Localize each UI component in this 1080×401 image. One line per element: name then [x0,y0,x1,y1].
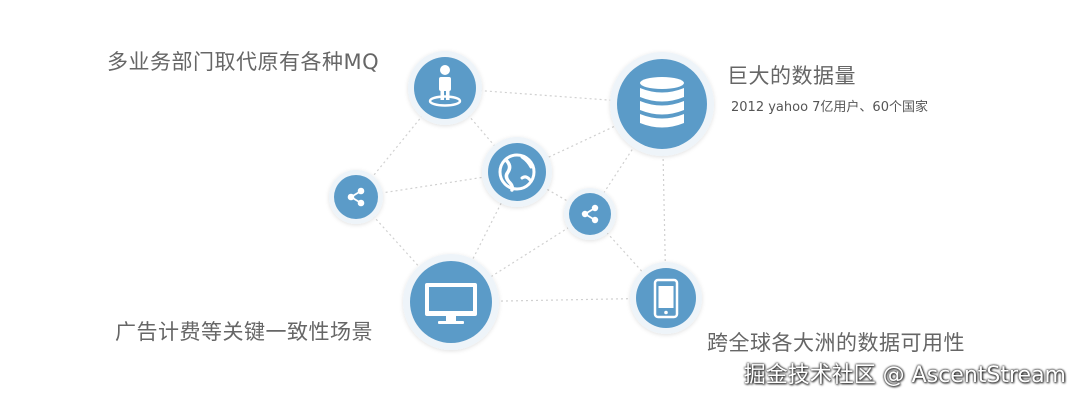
share-icon [581,204,599,224]
monitor-icon [425,283,477,324]
label-ad-billing-consistency: 广告计费等关键一致性场景 [115,320,373,344]
globe-icon [498,153,536,192]
share-icon [347,187,365,207]
edge [355,196,452,303]
node-share-left [329,170,383,224]
watermark: 掘金技术社区 @ AscentStream [743,363,1066,388]
node-user [408,51,482,125]
label-huge-data-volume: 巨大的数据量 [727,64,856,88]
label-multi-department: 多业务部门取代原有各种MQ [107,50,380,74]
node-globe [482,137,552,207]
edge [444,87,518,173]
label-data-volume-detail: 2012 yahoo 7亿用户、60个国家 [731,100,928,115]
smartphone-icon [653,278,679,319]
person-on-platform-icon [428,65,462,107]
label-global-availability: 跨全球各大洲的数据可用性 [707,331,965,355]
database-icon [640,77,684,128]
edge [589,213,667,299]
node-share-right [564,188,616,240]
node-phone [630,262,702,334]
node-monitor [403,254,499,350]
edge [355,87,446,198]
node-database [610,52,714,156]
